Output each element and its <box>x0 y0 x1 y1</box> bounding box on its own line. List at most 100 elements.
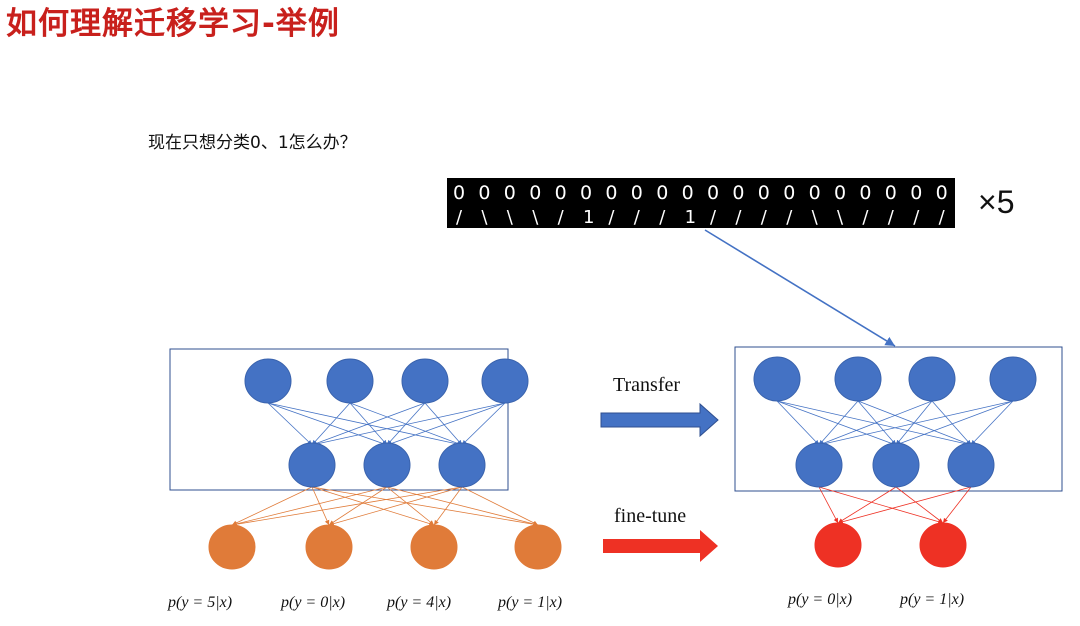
connection-edge <box>386 486 435 526</box>
digit-one-glyph: / <box>761 207 768 228</box>
digit-one-glyph: / <box>786 207 793 228</box>
connection-edge <box>231 486 388 527</box>
digit-zero-glyph: 0 <box>682 182 694 204</box>
digit-one-glyph: \ <box>812 207 819 228</box>
digit-one-glyph: / <box>735 207 742 228</box>
finetune-label: fine-tune <box>614 505 687 527</box>
connection-edge <box>386 486 539 527</box>
digit-one-glyph: 1 <box>685 207 696 228</box>
digit-zero-glyph: 0 <box>758 182 770 204</box>
input-node <box>326 358 374 404</box>
connection-edge <box>461 486 539 526</box>
output-node <box>514 524 562 570</box>
digit-zero-glyph: 0 <box>885 182 897 204</box>
digit-zero-glyph: 0 <box>504 182 516 204</box>
digit-zero-glyph: 0 <box>453 182 465 204</box>
digit-zero-glyph: 0 <box>580 182 592 204</box>
digit-one-glyph: / <box>659 207 666 228</box>
digit-zero-glyph: 0 <box>707 182 719 204</box>
output-node <box>814 522 862 568</box>
digit-one-glyph: \ <box>507 207 514 228</box>
output-node <box>305 524 353 570</box>
connection-edge <box>970 400 1014 446</box>
digit-zero-glyph: 0 <box>834 182 846 204</box>
finetune-arrow <box>603 530 718 562</box>
connection-edge <box>311 486 435 526</box>
right-output-label: p(y = 0|x) <box>788 591 853 608</box>
hidden-node <box>872 442 920 488</box>
connection-edge <box>311 402 506 447</box>
digit-one-glyph: \ <box>532 207 539 228</box>
input-node <box>989 356 1037 402</box>
output-node <box>410 524 458 570</box>
right-network-box <box>734 346 1063 492</box>
digit-one-glyph: / <box>862 207 869 228</box>
multiplier-label: ×5 <box>978 184 1015 220</box>
connection-edge <box>267 402 388 446</box>
input-node <box>908 356 956 402</box>
connection-edge <box>857 400 897 446</box>
question-text: 现在只想分类0、1怎么办？ <box>148 133 357 153</box>
digit-one-glyph: / <box>939 207 946 228</box>
digit-zero-glyph: 0 <box>910 182 922 204</box>
connection-edge <box>942 486 972 524</box>
left-network-box <box>169 348 509 491</box>
connection-edge <box>433 486 463 526</box>
connection-edge <box>311 486 539 527</box>
connection-edge <box>328 486 388 526</box>
digit-zero-glyph: 0 <box>656 182 668 204</box>
input-node <box>753 356 801 402</box>
digit-one-glyph: / <box>456 207 463 228</box>
left-edges <box>231 402 539 527</box>
connection-edge <box>818 400 933 446</box>
digit-zero-glyph: 0 <box>936 182 948 204</box>
connection-edge <box>461 402 506 446</box>
digit-zero-glyph: 0 <box>732 182 744 204</box>
connection-edge <box>424 402 463 446</box>
connection-edge <box>818 400 1014 447</box>
digit-one-glyph: \ <box>481 207 488 228</box>
output-node <box>208 524 256 570</box>
connection-edge <box>818 486 839 524</box>
slide-title: 如何理解迁移学习-举例 <box>6 6 340 42</box>
connection-edge <box>776 400 897 446</box>
digit-zero-glyph: 0 <box>478 182 490 204</box>
connection-edge <box>818 400 859 446</box>
digit-zero-glyph: 0 <box>859 182 871 204</box>
input-node <box>401 358 449 404</box>
connection-edge <box>231 486 313 526</box>
connection-edge <box>311 402 351 446</box>
left-output-label: p(y = 1|x) <box>498 594 563 611</box>
hidden-node <box>288 442 336 488</box>
input-node <box>834 356 882 402</box>
connection-edge <box>267 402 463 447</box>
connection-edge <box>328 486 463 526</box>
digit-zero-glyph: 0 <box>555 182 567 204</box>
hidden-node <box>795 442 843 488</box>
digit-one-glyph: 1 <box>583 207 594 228</box>
connection-edge <box>231 486 463 527</box>
digit-one-glyph: \ <box>837 207 844 228</box>
connection-edge <box>311 402 426 446</box>
digit-one-glyph: / <box>634 207 641 228</box>
right-edges <box>776 400 1014 525</box>
left-output-label: p(y = 4|x) <box>387 594 452 611</box>
digit-zero-glyph: 0 <box>529 182 541 204</box>
connection-edge <box>931 400 972 446</box>
digit-zero-glyph: 0 <box>809 182 821 204</box>
digit-one-glyph: / <box>558 207 565 228</box>
right-output-label: p(y = 1|x) <box>900 591 965 608</box>
hidden-node <box>363 442 411 488</box>
data-to-network-line <box>704 229 896 347</box>
connection-edge <box>386 402 506 446</box>
connection-edge <box>776 400 972 447</box>
connection-edge <box>818 486 944 524</box>
left-output-label: p(y = 0|x) <box>281 594 346 611</box>
connection-edge <box>386 402 426 446</box>
connection-edge <box>776 400 820 446</box>
hidden-node <box>438 442 486 488</box>
connection-edge <box>837 486 897 524</box>
